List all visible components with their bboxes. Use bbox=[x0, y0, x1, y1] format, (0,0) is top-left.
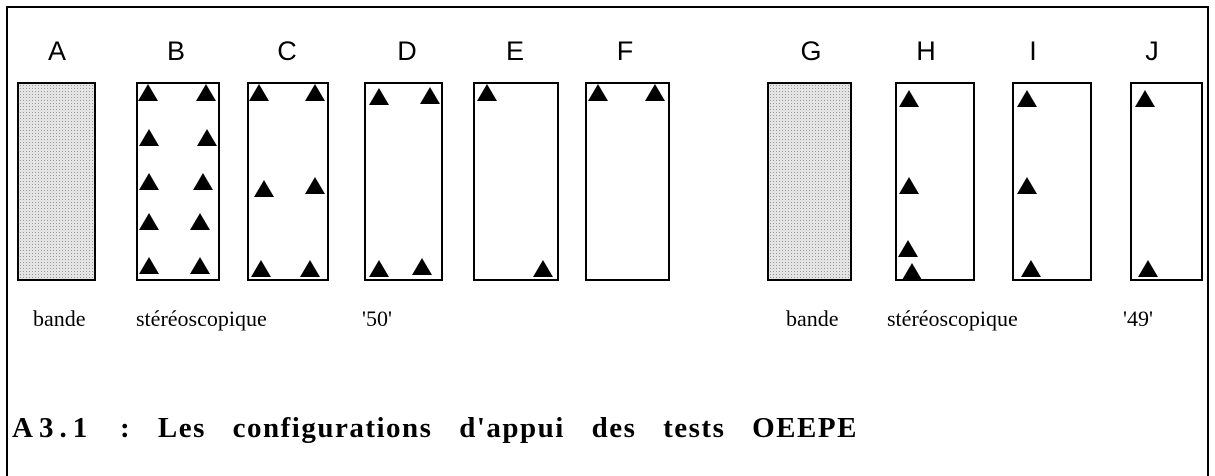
caption-right-stereoscopique: stéréoscopique bbox=[887, 306, 1018, 331]
strip-C bbox=[247, 82, 329, 281]
strip-A bbox=[17, 82, 96, 281]
control-point-icon bbox=[899, 177, 919, 194]
control-point-icon bbox=[899, 90, 919, 107]
strip-H bbox=[895, 82, 975, 281]
control-point-icon bbox=[305, 84, 325, 101]
strip-I bbox=[1012, 82, 1092, 281]
control-point-icon bbox=[477, 84, 497, 101]
label-G: G bbox=[800, 36, 822, 66]
control-point-icon bbox=[898, 240, 918, 257]
figure-frame bbox=[6, 6, 1209, 476]
control-point-icon bbox=[196, 84, 216, 101]
control-point-icon bbox=[251, 260, 271, 277]
control-point-icon bbox=[1017, 177, 1037, 194]
control-point-icon bbox=[190, 213, 210, 230]
control-point-icon bbox=[1021, 260, 1041, 277]
strip-J bbox=[1130, 82, 1203, 281]
control-point-icon bbox=[369, 260, 389, 277]
caption-left-number: '50' bbox=[362, 306, 392, 331]
strip-F bbox=[585, 82, 670, 281]
control-point-icon bbox=[254, 180, 274, 197]
control-point-icon bbox=[305, 177, 325, 194]
label-E: E bbox=[505, 36, 524, 66]
label-D: D bbox=[397, 36, 417, 66]
control-point-icon bbox=[533, 260, 553, 277]
control-point-icon bbox=[369, 88, 389, 105]
control-point-icon bbox=[139, 213, 159, 230]
caption-left-stereoscopique: stéréoscopique bbox=[136, 306, 267, 331]
caption-left-bande: bande bbox=[33, 306, 86, 331]
figure-title-text: : Les configurations d'appui des tests O… bbox=[119, 412, 858, 444]
label-B: B bbox=[166, 36, 185, 66]
control-point-icon bbox=[588, 84, 608, 101]
control-point-icon bbox=[139, 257, 159, 274]
strip-D bbox=[364, 82, 443, 281]
strip-G bbox=[767, 82, 852, 281]
label-A: A bbox=[47, 36, 66, 66]
control-point-icon bbox=[412, 258, 432, 275]
label-J: J bbox=[1145, 36, 1159, 66]
control-point-icon bbox=[1138, 260, 1158, 277]
caption-right-number: '49' bbox=[1123, 306, 1153, 331]
control-point-icon bbox=[300, 260, 320, 277]
label-C: C bbox=[277, 36, 297, 66]
control-point-icon bbox=[190, 257, 210, 274]
control-point-icon bbox=[138, 84, 158, 101]
control-point-icon bbox=[139, 129, 159, 146]
control-point-icon bbox=[902, 263, 922, 280]
strip-B bbox=[136, 82, 220, 281]
control-point-icon bbox=[197, 129, 217, 146]
control-point-icon bbox=[1017, 90, 1037, 107]
figure-number: A3.1 bbox=[12, 412, 94, 444]
control-point-icon bbox=[139, 173, 159, 190]
control-point-icon bbox=[645, 84, 665, 101]
control-point-icon bbox=[420, 87, 440, 104]
strip-E bbox=[473, 82, 559, 281]
label-F: F bbox=[616, 36, 634, 66]
figure-title: A3.1 : Les configurations d'appui des te… bbox=[12, 412, 858, 445]
control-point-icon bbox=[1135, 90, 1155, 107]
label-I: I bbox=[1029, 36, 1037, 66]
label-H: H bbox=[916, 36, 936, 66]
caption-right-bande: bande bbox=[786, 306, 839, 331]
control-point-icon bbox=[249, 84, 269, 101]
control-point-icon bbox=[193, 173, 213, 190]
